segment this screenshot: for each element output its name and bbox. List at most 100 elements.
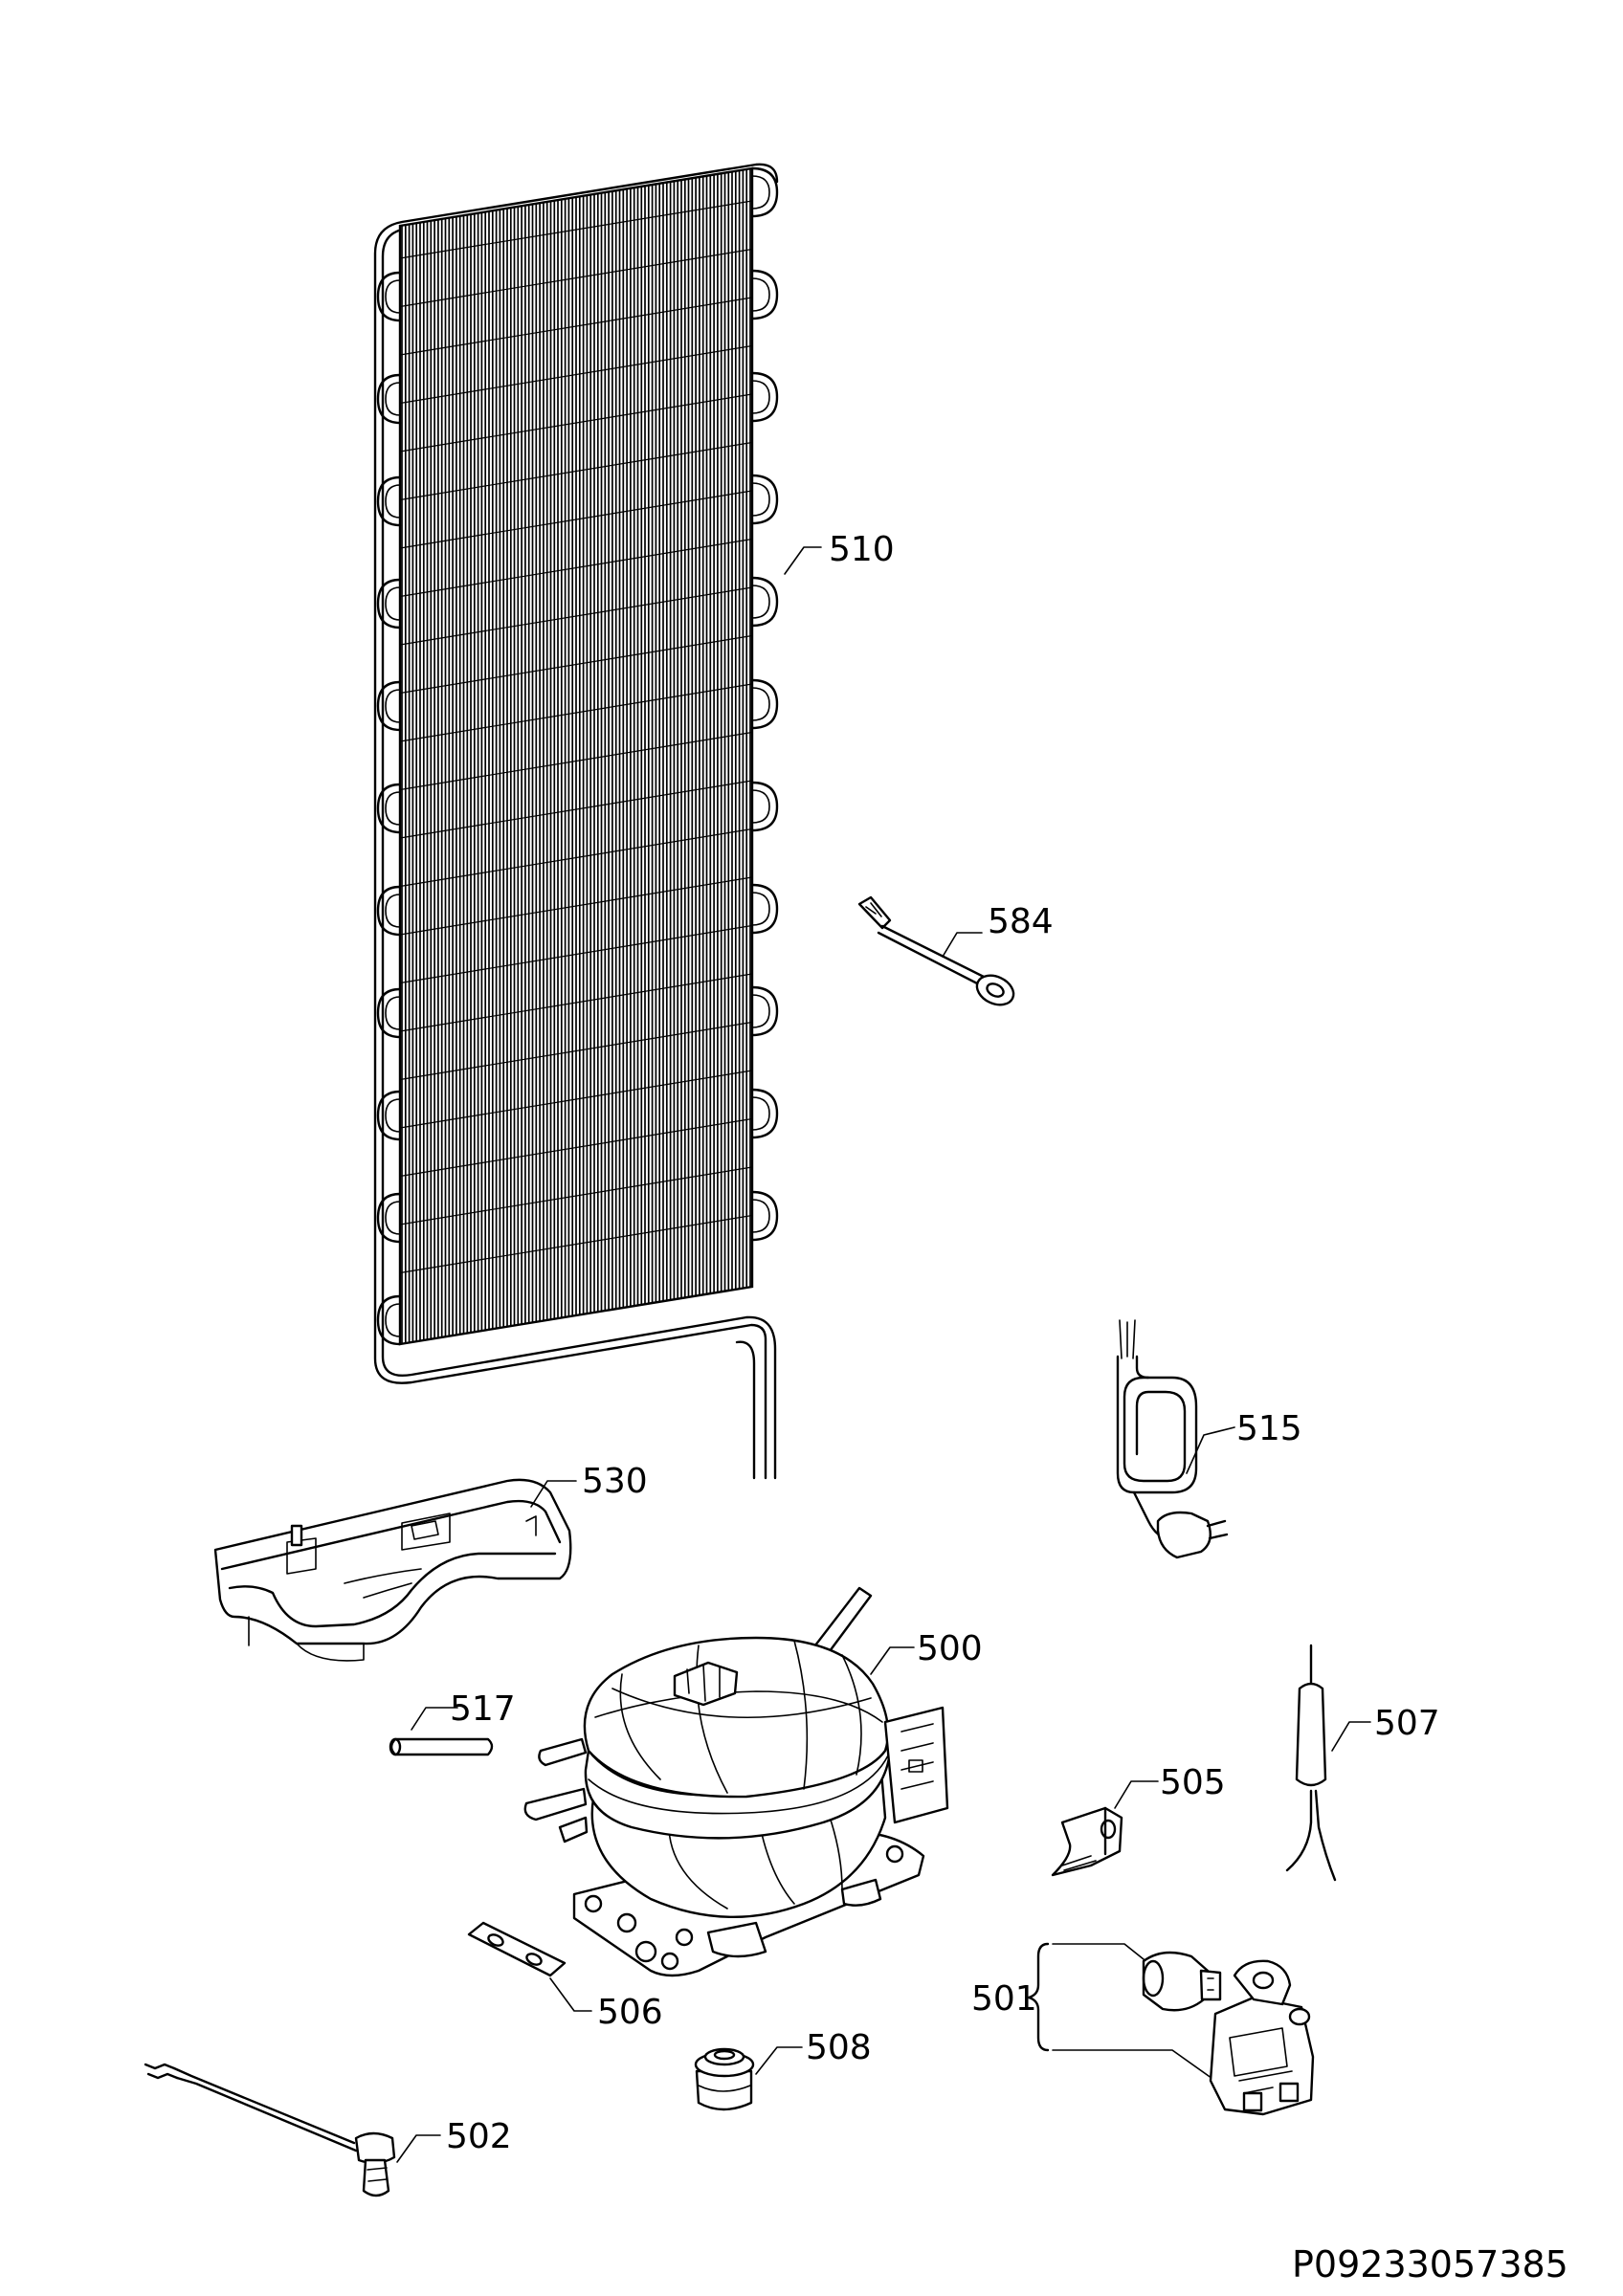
condenser-bend-left-inner <box>385 689 401 723</box>
condenser-bend-right-inner <box>751 277 770 312</box>
condenser-tube-run <box>399 490 753 549</box>
condenser-bend-left <box>376 1192 402 1244</box>
condenser-bend-left-inner <box>385 586 401 621</box>
grommet-part[interactable] <box>694 2046 803 2111</box>
condenser-bend-right <box>750 1088 779 1139</box>
condenser-bend-left <box>376 680 402 732</box>
condenser-tube-run <box>399 441 753 501</box>
part-label-507: 507 <box>1374 1704 1440 1743</box>
condenser-bend-right <box>750 883 779 935</box>
condenser-tube-run <box>399 876 753 936</box>
drip-tray-part[interactable] <box>213 1478 577 1662</box>
condenser-bend-right <box>750 576 779 628</box>
leader-502 <box>396 2134 441 2163</box>
condenser-bend-right <box>750 166 779 218</box>
leader-508 <box>755 2046 803 2075</box>
leader-506 <box>549 1977 592 2012</box>
condenser-tube-run <box>399 200 753 259</box>
condenser-bend-left-inner <box>385 1098 401 1133</box>
mounting-bracket-part[interactable] <box>1051 1780 1159 1877</box>
condenser-bend-left-inner <box>385 382 401 416</box>
condenser-bend-left <box>376 578 402 629</box>
condenser-bend-left <box>376 885 402 937</box>
compressor-part[interactable] <box>523 1586 949 1977</box>
condenser-bend-left-inner <box>385 791 401 826</box>
condenser-tube-run <box>399 393 753 453</box>
part-label-530: 530 <box>582 1462 648 1501</box>
condenser-bend-left-inner <box>385 279 401 314</box>
filter-drier-part[interactable] <box>1285 1644 1371 1882</box>
condenser-bend-right-inner <box>751 380 770 414</box>
condenser-tube-run <box>399 683 753 742</box>
condenser-tube-run <box>399 924 753 984</box>
condenser-bend-right <box>750 781 779 832</box>
condenser-bend-left <box>376 373 402 425</box>
condenser-bend-right <box>750 269 779 320</box>
leader-505 <box>1114 1780 1159 1809</box>
condenser-bend-right-inner <box>751 789 770 824</box>
condenser-tube-run <box>399 248 753 308</box>
condenser-bend-right <box>750 1190 779 1242</box>
heater-cable-part[interactable] <box>1116 1319 1235 1559</box>
condenser-bend-left-inner <box>385 894 401 928</box>
condenser-bend-left <box>376 271 402 322</box>
part-label-584: 584 <box>988 902 1054 941</box>
condenser-bend-left-inner <box>385 1201 401 1235</box>
leader-510 <box>784 546 822 575</box>
rubber-pad-part[interactable] <box>467 1921 592 2012</box>
condenser-bend-left-inner <box>385 1303 401 1337</box>
condenser-tube-run <box>399 344 753 405</box>
leader-500 <box>870 1646 915 1675</box>
condenser-tube-run <box>399 1070 753 1129</box>
condenser-bend-right <box>750 985 779 1037</box>
part-label-500: 500 <box>917 1629 983 1668</box>
condenser-bend-left <box>376 1090 402 1141</box>
condenser-bend-right-inner <box>751 994 770 1028</box>
condenser-tube-run <box>399 780 753 839</box>
condenser-tube-run <box>399 1117 753 1178</box>
condenser-bend-right <box>750 371 779 423</box>
part-label-517: 517 <box>450 1689 516 1729</box>
condenser-tube-run <box>399 634 753 695</box>
condenser-bend-left-inner <box>385 484 401 519</box>
part-label-508: 508 <box>806 2028 872 2067</box>
part-label-510: 510 <box>829 530 895 569</box>
part-label-501: 501 <box>971 1979 1037 2019</box>
condenser-bend-left <box>376 475 402 527</box>
condenser-tube-run <box>399 586 753 646</box>
part-label-506: 506 <box>597 1993 663 2032</box>
condenser-tube-run <box>399 297 753 356</box>
part-label-505: 505 <box>1160 1763 1226 1802</box>
leader-517 <box>411 1707 458 1731</box>
leader-515 <box>1186 1426 1235 1474</box>
condenser-bend-right-inner <box>751 585 770 619</box>
leader-530 <box>530 1480 577 1508</box>
condenser-tube-run <box>399 1021 753 1081</box>
leader-507 <box>1331 1721 1371 1752</box>
part-label-515: 515 <box>1236 1409 1302 1448</box>
condenser-tube-run <box>399 731 753 791</box>
connector-tube-part[interactable] <box>389 1707 494 1756</box>
condenser-bend-right <box>750 678 779 730</box>
sensor-probe-part[interactable] <box>857 895 1018 1010</box>
drawing-code: P09233057385 <box>1292 2243 1568 2285</box>
part-label-502: 502 <box>446 2117 512 2156</box>
condenser-bend-right-inner <box>751 482 770 517</box>
condenser-tube-run <box>399 1214 753 1274</box>
condenser-bend-left <box>376 987 402 1039</box>
ptc-starter-cable-part[interactable] <box>144 2063 441 2197</box>
condenser-bend-left <box>376 783 402 834</box>
condenser-tube-run <box>399 1166 753 1225</box>
condenser-bend-right <box>750 474 779 525</box>
condenser-part[interactable] <box>373 163 822 1480</box>
condenser-tube-run <box>399 973 753 1032</box>
condenser-tube-run <box>399 538 753 598</box>
condenser-bend-right-inner <box>751 687 770 721</box>
condenser-bend-right-inner <box>751 892 770 926</box>
condenser-bend-right-inner <box>751 175 770 210</box>
condenser-bend-left <box>376 1294 402 1346</box>
starter-relay-part[interactable] <box>1027 1942 1315 2116</box>
condenser-tube-run <box>399 828 753 888</box>
condenser-bend-left-inner <box>385 996 401 1030</box>
